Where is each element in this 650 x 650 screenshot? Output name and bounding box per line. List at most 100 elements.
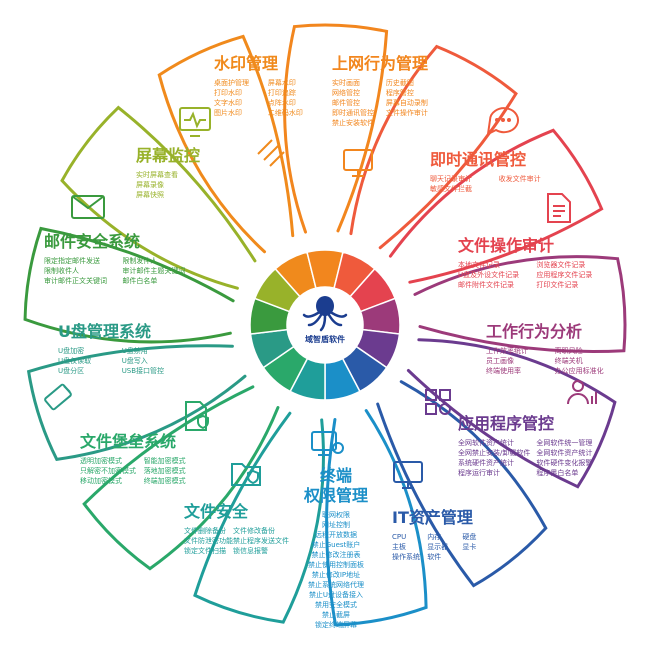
segment-item: 软件硬件变化报警: [536, 459, 593, 467]
segment-item: 屏幕水印: [267, 79, 296, 87]
segment-items: 本地文件记录浏览器文件记录U盘及外设文件记录应用程序文件记录邮件附件文件记录打印…: [458, 260, 618, 290]
segment-outline-watermark: [157, 34, 295, 254]
segment-screen-monitor: 屏幕监控 实时屏幕查看屏幕录像屏幕快照: [136, 146, 246, 200]
monitor-gear-icon: [311, 431, 344, 456]
segment-item: 全网禁止安装/卸载软件: [458, 449, 531, 457]
segment-item: 审计邮件正文关键词: [44, 277, 107, 285]
hatch-icon: [257, 139, 285, 167]
segment-items: 文件删除备份文件修改备份文件防泄密功能禁止程序发送文件锁定文件扫描锁信息报警: [184, 526, 289, 556]
segment-file-fortress: 文件堡垒系统 透明加密模式智能加密模式只解密不加密模式落地加密模式移动加密模式终…: [80, 432, 210, 486]
segment-im-control: 即时通讯管控 聊天记录审计收发文件审计敏感文件拦截: [430, 150, 570, 194]
segment-title: 文件安全: [184, 502, 249, 521]
segment-outline-it: [376, 380, 548, 588]
segment-item: 审计邮件主题关键词: [122, 267, 186, 275]
person-chart-icon: [567, 380, 597, 405]
segment-item: U盘及外设文件记录: [458, 271, 520, 279]
segment-item: 内存: [427, 533, 442, 541]
segment-outline-mail: [23, 226, 235, 344]
segment-items: 联网权限网址控制远程开放数据禁止Guest账户禁止修改注册表禁止使用控制面板禁止…: [286, 510, 386, 630]
segment-item: 离职风险: [554, 347, 583, 355]
segment-item: 全网软件统一管理: [536, 439, 593, 447]
segment-items: 实时屏幕查看屏幕录像屏幕快照: [136, 170, 246, 200]
segment-item: 文件操作审计: [385, 109, 428, 117]
segment-item: 员工画像: [486, 357, 514, 365]
segment-items: 桌面护管理屏幕水印打印水印打印追踪文字水印点阵水印图片水印二维码水印: [214, 78, 324, 118]
segment-item: 限制收件人: [44, 267, 79, 275]
segment-title: 屏幕监控: [136, 146, 201, 165]
segment-item: 敏感文件拦截: [430, 185, 472, 193]
segment-item: 锁定文件扫描: [184, 547, 226, 555]
segment-item: 主板: [392, 543, 406, 551]
segment-items: 限定指定邮件发送限制发件人限制收件人审计邮件主题关键词审计邮件正文关键词邮件白名…: [44, 256, 204, 286]
segment-item: 系统硬件资产统计: [458, 459, 514, 467]
segment-item: U盘加密: [58, 347, 85, 355]
segment-item: 全网软件资产统计: [536, 449, 593, 457]
segment-item: 历史截图: [385, 79, 414, 87]
segment-item: 程序黑白名单: [536, 469, 579, 477]
segment-outline-work: [413, 255, 627, 354]
segment-item: 邮件附件文件记录: [458, 281, 514, 289]
segment-item: 文字水印: [214, 99, 242, 107]
segment-item: 限定指定邮件发送: [44, 257, 100, 265]
segment-item: 联网权限: [322, 511, 350, 519]
document-icon: [547, 193, 571, 223]
segment-item: 远程开放数据: [315, 531, 357, 539]
folder-shield-icon: [231, 463, 261, 486]
segment-title: 文件操作审计: [458, 236, 555, 255]
segment-item: 禁止系统网络代理: [308, 581, 364, 589]
segment-item: 网络管控: [332, 89, 360, 97]
segment-item: 终端关机: [554, 357, 583, 365]
segment-item: 程序运行审计: [458, 469, 500, 477]
segment-item: 即时通讯管控: [332, 109, 374, 117]
app-grid-icon: [425, 389, 451, 415]
segment-title: 水印管理: [214, 54, 279, 73]
segment-items: 实时画面历史截图网络管控程序管控邮件管控屏幕自动录制即时通讯管控文件操作审计禁止…: [332, 78, 442, 128]
segment-item: 禁用安全模式: [315, 601, 357, 609]
segment-title: 终端 权限管理: [303, 466, 368, 505]
monitor-icon: [343, 149, 373, 177]
segment-title: 即时通讯管控: [430, 150, 527, 169]
segment-item: CPU: [392, 533, 407, 541]
segment-item: 邮件管控: [332, 99, 360, 107]
segment-item: 本地文件记录: [458, 261, 500, 269]
usb-icon: [44, 383, 72, 411]
segment-file-security: 文件安全 文件删除备份文件修改备份文件防泄密功能禁止程序发送文件锁定文件扫描锁信…: [184, 502, 289, 556]
segment-title: IT资产管理: [392, 508, 473, 527]
segment-file-audit: 文件操作审计 本地文件记录浏览器文件记录U盘及外设文件记录应用程序文件记录邮件附…: [458, 236, 618, 290]
octopus-logo-icon: [302, 296, 348, 332]
segment-item: 软件: [427, 553, 442, 561]
segment-item: 透明加密模式: [80, 457, 122, 465]
segment-items: 聊天记录审计收发文件审计敏感文件拦截: [430, 174, 570, 194]
segment-item: 办公应用标准化: [554, 367, 604, 375]
segment-title: 工作行为分析: [486, 322, 583, 341]
segment-item: 禁止修改注册表: [311, 551, 361, 559]
chat-bubble-icon: [486, 107, 519, 136]
envelope-icon: [71, 195, 105, 219]
segment-item: 打印水印: [214, 89, 242, 97]
segment-outline-file_audit: [388, 128, 604, 284]
segment-item: 二维码水印: [267, 109, 303, 117]
segment-item: U盘分区: [58, 367, 85, 375]
segment-item: 智能加密模式: [143, 457, 186, 465]
segment-item: 图片水印: [214, 109, 242, 117]
segment-item: U盘仅读取: [58, 357, 92, 365]
segment-item: 打印文件记录: [536, 281, 579, 289]
segment-item: 收发文件审计: [498, 175, 541, 183]
segment-item: 禁止修改IP地址: [311, 571, 361, 579]
file-shield-icon: [185, 401, 209, 431]
segment-item: 屏幕快照: [136, 191, 164, 199]
logo-text: 域智盾软件: [305, 335, 345, 344]
segment-item: 应用程序文件记录: [536, 271, 593, 279]
segment-item: 终端加密模式: [143, 477, 186, 485]
segment-watermark: 水印管理 桌面护管理屏幕水印打印水印打印追踪文字水印点阵水印图片水印二维码水印: [214, 54, 324, 118]
segment-item: 实时画面: [332, 79, 360, 87]
segment-items: 全网软件资产统计全网软件统一管理全网禁止安装/卸载软件全网软件资产统计系统硬件资…: [458, 438, 618, 478]
segment-items: 透明加密模式智能加密模式只解密不加密模式落地加密模式移动加密模式终端加密模式: [80, 456, 210, 486]
segment-item: 桌面护管理: [214, 79, 249, 87]
segment-item: 禁止安装软件: [332, 119, 374, 127]
segment-outline-fort: [82, 385, 280, 571]
segment-item: 操作系统: [392, 553, 420, 561]
segment-outline-app: [406, 338, 617, 489]
